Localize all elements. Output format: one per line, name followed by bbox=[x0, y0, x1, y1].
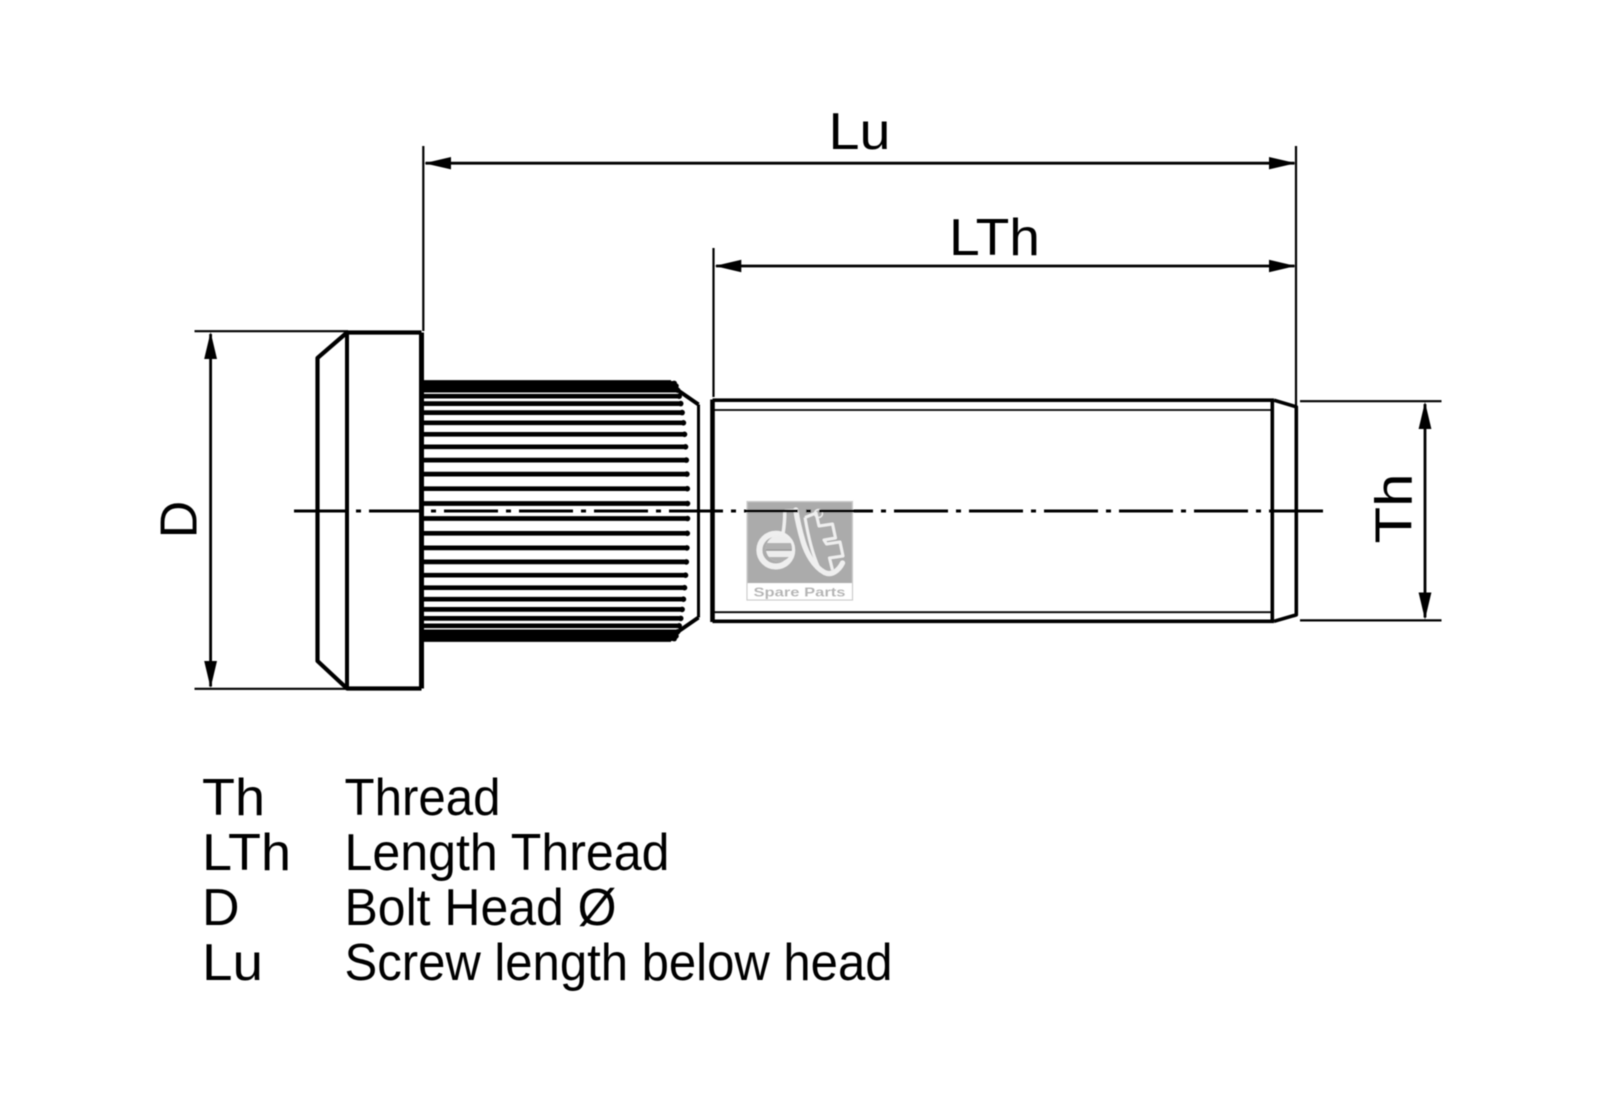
svg-text:D: D bbox=[202, 879, 240, 937]
svg-text:Th: Th bbox=[202, 769, 265, 827]
svg-text:D: D bbox=[151, 501, 209, 539]
svg-text:Thread: Thread bbox=[345, 769, 501, 827]
svg-text:Lu: Lu bbox=[829, 103, 891, 161]
svg-text:Spare Parts: Spare Parts bbox=[754, 585, 846, 600]
svg-text:Length Thread: Length Thread bbox=[345, 824, 670, 882]
svg-text:Screw length below head: Screw length below head bbox=[345, 934, 893, 992]
svg-text:Th: Th bbox=[1366, 474, 1424, 544]
svg-text:Lu: Lu bbox=[202, 934, 263, 992]
svg-text:Bolt Head Ø: Bolt Head Ø bbox=[345, 879, 617, 937]
svg-text:LTh: LTh bbox=[949, 209, 1040, 267]
svg-text:LTh: LTh bbox=[202, 824, 291, 882]
